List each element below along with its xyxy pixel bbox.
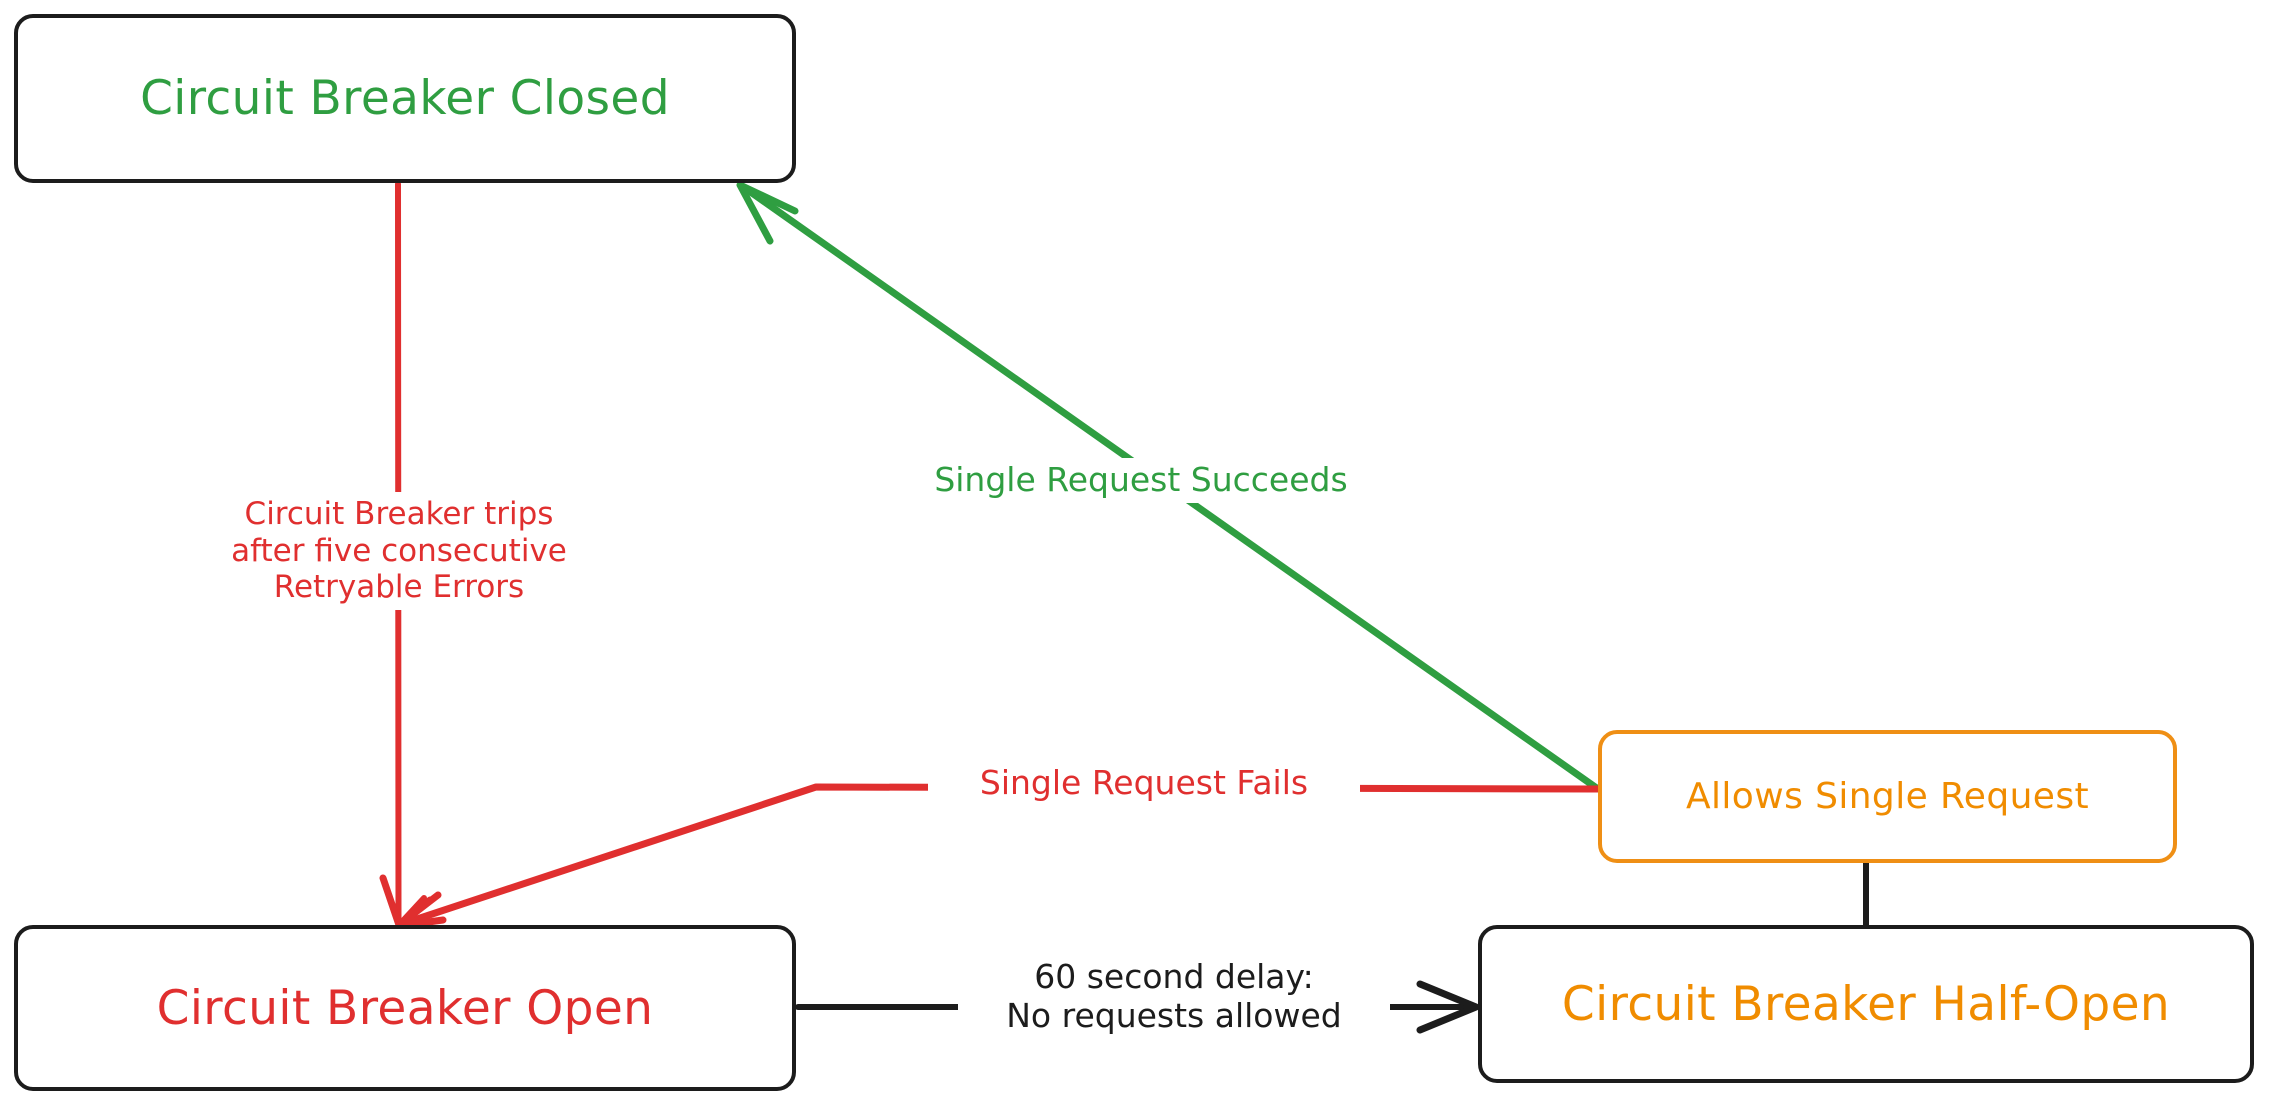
node-circuit-breaker-closed[interactable]: Circuit Breaker Closed (14, 14, 796, 183)
edge-fails (395, 783, 1601, 930)
node-label-half-open: Circuit Breaker Half-Open (1561, 976, 2171, 1032)
edge-succeeds (736, 181, 1602, 793)
node-allows-single-request[interactable]: Allows Single Request (1598, 730, 2177, 863)
node-circuit-breaker-open[interactable]: Circuit Breaker Open (14, 925, 796, 1091)
edge-delay (795, 980, 1480, 1034)
node-label-closed: Circuit Breaker Closed (140, 71, 670, 126)
node-label-allows-single-request: Allows Single Request (1685, 776, 2090, 817)
node-circuit-breaker-half-open[interactable]: Circuit Breaker Half-Open (1478, 925, 2254, 1083)
node-label-open: Circuit Breaker Open (156, 980, 654, 1036)
edge-trips (379, 181, 442, 929)
